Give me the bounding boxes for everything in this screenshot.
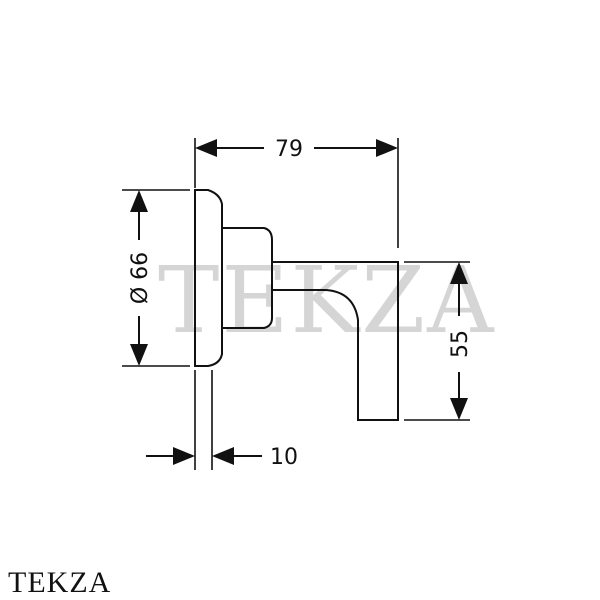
dimension-height: 55	[448, 262, 473, 420]
dim-label-width: 79	[275, 137, 303, 162]
dim-label-diameter: Ø 66	[128, 252, 153, 304]
valve-body-outline	[222, 227, 273, 329]
arrow-left	[212, 447, 234, 465]
arrow-right	[173, 447, 195, 465]
arrow-up	[130, 190, 148, 212]
rosette-plate-outline	[194, 189, 223, 367]
arrow-left	[195, 139, 217, 157]
arrow-right	[376, 139, 398, 157]
dimension-plate-thickness: 10	[146, 445, 298, 470]
lever-handle-outline	[272, 261, 399, 421]
dimension-width: 79	[195, 137, 398, 162]
arrow-down	[450, 398, 468, 420]
dimension-diameter: Ø 66	[128, 190, 153, 366]
arrow-up	[450, 262, 468, 284]
dim-label-height: 55	[448, 330, 473, 358]
brand-logo: TEKZA	[8, 566, 112, 599]
watermark-text: TEKZA	[158, 247, 496, 354]
dim-label-plate-thickness: 10	[270, 445, 298, 470]
arrow-down	[130, 344, 148, 366]
